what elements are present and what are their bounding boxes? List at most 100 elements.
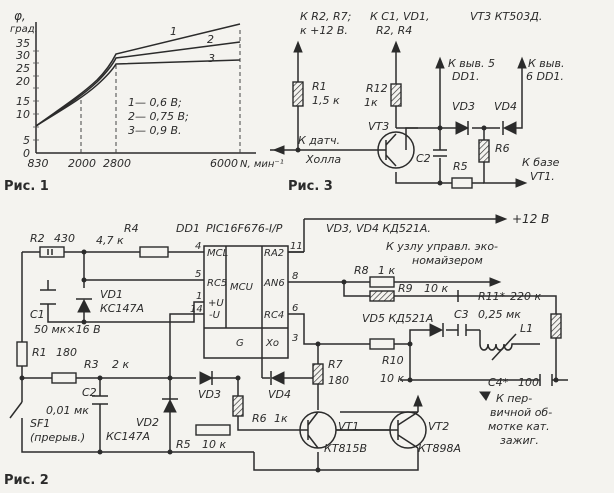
fig2-label: 220 к [510,290,541,303]
fig2-label: R7 [328,358,343,371]
fig2-label: С3 [454,308,469,321]
curve-label: 2 [207,33,214,46]
fig3-label: 1,5 к [312,94,340,107]
fig2-label: 180 [56,346,77,359]
fig2-label: VD3, VD4 КД521А. [326,222,431,235]
fig3-label: VD4 [494,100,517,113]
fig3-label: С2 [416,152,431,165]
fig2-label: 10 к [202,438,226,451]
fig3-note: R2, R4 [376,24,412,37]
fig2-label: 1 к [378,264,395,277]
vd1-zener [77,298,91,313]
fig2-label: 10 к [424,282,448,295]
pin-number: 8 [292,271,298,282]
fig2-label: вичной об- [490,406,552,419]
fig3-note: VT3 КТ503Д. [470,10,542,23]
fig2-label: R8 [354,264,369,277]
mcu-part-number: PIC16F676-I/P [206,222,283,235]
fig1-ytick: 0 [23,147,30,160]
fig2-label: 50 мк×16 В [34,323,101,336]
fig2-label: R5 [176,438,191,451]
fig3-vd4-diode [502,121,517,135]
fig1-yunit: град. [10,24,38,35]
fig2-label: 10 к [380,372,404,385]
fig2-label: R10 [382,354,404,367]
fig1-ytick: 35 [16,37,30,50]
r4-resistor [139,246,169,258]
fig2-label: КТ815В [324,442,367,455]
pin-number: 5 [195,269,201,280]
fig1-ytick: 5 [23,134,30,147]
l1-coil [479,343,540,351]
mcu-pin-label: AN6 [263,278,285,289]
fig2-label: С1 [30,308,45,321]
fig2-label: 0,25 мк [478,308,521,321]
mcu-pin-label: +U [208,298,224,309]
r3-resistor [51,372,77,384]
fig2-label: К пер- [496,392,532,405]
fig2-label: DD1 [176,222,200,235]
fig3-note: 6 DD1. [526,70,564,83]
legend-item: 2— 0,75 В; [128,110,189,123]
vd2-zener [163,398,177,413]
fig2-label: R2 [30,232,45,245]
fig3-label: R5 [453,160,468,173]
fig2-label: 1к [274,412,288,425]
fig2-label: R3 [84,358,99,371]
fig2-label: L1 [520,322,533,335]
fig1-xtick: 6000 [210,157,238,170]
fig2-label: К узлу управл. эко- [386,240,498,253]
fig1-ytick: 30 [16,49,30,62]
fig1-ytick: 20 [16,75,30,88]
fig3-label: К базе [522,156,560,169]
fig2-label: VT1 [338,420,359,433]
fig2-label: 4,7 к [96,234,124,247]
fig3-label: R6 [495,142,510,155]
fig1-xtick: 830 [28,157,49,170]
fig3-label: R12 [366,82,388,95]
fig2-label: R11* [478,290,506,303]
r7-resistor [312,363,324,385]
fig1-xtick: 2000 [68,157,96,170]
fig3-note: DD1. [452,70,479,83]
fig3-label: К датч. [298,134,340,147]
legend-item: 1— 0,6 В; [128,96,182,109]
fig2-label: 0,01 мк [46,404,89,417]
plus12-label: +12 В [512,212,549,226]
vd3-diode [199,371,214,385]
fig2-label: С2 [82,386,97,399]
curve-label: 1 [170,25,177,38]
fig2-label: VD3 [198,388,221,401]
fig1-graph: φ, град. 35 30 25 20 15 10 5 0 830 2000 … [4,9,284,194]
fig2-caption: Рис. 2 [4,473,49,488]
r9-resistor [369,290,395,302]
fig2-label: 2 к [112,358,129,371]
mcu-core-label: MCU [230,282,254,293]
fig1-ytick: 10 [16,108,30,121]
pin-number: 6 [292,303,298,314]
fig2-label: С4* [488,376,509,389]
mcu-pin-label: -U [209,310,221,321]
fig2-label: зажиг. [500,434,539,447]
fig2-label: VT2 [428,420,449,433]
r8-resistor [369,276,395,288]
mcu-pin-label: RC5 [207,278,227,289]
fig2-label: R1 [32,346,47,359]
fig3-note: К R2, R7; [300,10,351,23]
mcu-pin-label: MCL [207,248,228,259]
fig2-label: 100 [518,376,539,389]
r11-resistor [550,313,562,339]
mcu-pin-label: RC4 [264,310,284,321]
r1-resistor [16,341,28,367]
fig1-ytick: 25 [16,62,30,75]
fig2-label: SF1 [30,417,50,430]
fig3-label: R1 [312,80,327,93]
fig3-schematic: К R2, R7; к +12 В. К С1, VD1, R2, R4 VT3… [270,10,564,194]
fig2-label: мотке кат. [488,420,550,433]
r5-resistor [195,424,231,436]
fig3-r5-resistor [451,177,473,189]
legend-item: 3— 0,9 В. [128,124,182,137]
fig3-note: к +12 В. [300,24,348,37]
